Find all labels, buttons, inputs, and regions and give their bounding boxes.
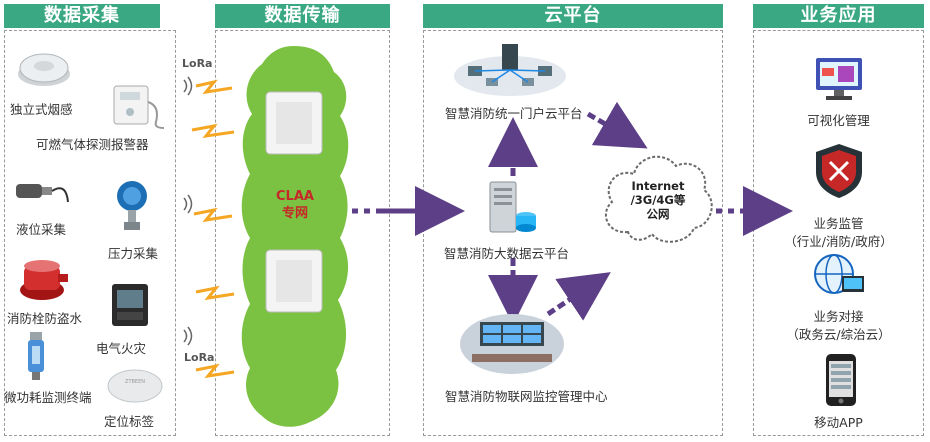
spark-2 xyxy=(191,123,235,139)
spark-3 xyxy=(193,207,233,223)
label-low-power-terminal: 微功耗监测终端 xyxy=(4,390,92,405)
internet-line2: /3G/4G等 xyxy=(631,193,686,207)
svg-text:ZTBEEN: ZTBEEN xyxy=(125,379,145,385)
internet-cloud: Internet /3G/4G等 公网 xyxy=(604,155,713,243)
business-dock-icon xyxy=(814,254,864,294)
label-unified-portal: 智慧消防统一门户云平台 xyxy=(445,106,583,121)
panel-collection xyxy=(4,30,176,436)
lora-label-top: LoRa xyxy=(182,57,213,70)
claa-network-cloud: CLAA 专网 xyxy=(241,46,349,427)
supervision-badge-icon xyxy=(816,144,862,198)
level-sensor-icon xyxy=(16,184,69,203)
header-data-transmission: 数据传输 xyxy=(215,4,390,28)
label-business-dock: 业务对接 xyxy=(813,309,864,324)
label-electrical-fire: 电气火灾 xyxy=(96,341,147,356)
visual-management-icon xyxy=(816,58,862,100)
label-locator-tag: 定位标签 xyxy=(104,414,155,429)
electrical-fire-monitor-icon xyxy=(112,284,148,326)
label-supervision-sub: （行业/消防/政府） xyxy=(784,234,893,249)
spark-5 xyxy=(195,363,235,379)
gas-detector-icon xyxy=(113,85,165,129)
internet-line1: Internet xyxy=(632,179,685,193)
header-data-collection: 数据采集 xyxy=(4,4,160,28)
low-power-terminal-icon xyxy=(28,332,44,380)
claa-label-line1: CLAA xyxy=(276,189,314,204)
pressure-sensor-icon xyxy=(117,181,147,230)
header-business-apps: 业务应用 xyxy=(753,4,924,28)
label-visual-management: 可视化管理 xyxy=(807,113,870,128)
label-level-sensor: 液位采集 xyxy=(16,222,67,237)
spark-1 xyxy=(195,79,233,95)
internet-line3: 公网 xyxy=(647,207,670,221)
mobile-app-icon xyxy=(826,354,856,406)
label-business-dock-sub: （政务云/综治云） xyxy=(786,327,891,342)
label-iot-center: 智慧消防物联网监控管理中心 xyxy=(445,389,608,404)
hydrant-guard-icon xyxy=(20,260,68,300)
label-supervision: 业务监管 xyxy=(813,216,864,231)
arrow-portal-to-internet xyxy=(586,101,648,149)
panel-transmission xyxy=(215,30,390,436)
label-pressure-sensor: 压力采集 xyxy=(108,246,159,261)
claa-label-line2: 专网 xyxy=(282,205,308,221)
label-smoke-detector: 独立式烟感 xyxy=(10,102,73,117)
iot-monitor-center-icon xyxy=(460,314,564,374)
label-gas-detector: 可燃气体探测报警器 xyxy=(36,137,149,152)
label-hydrant-guard: 消防栓防盗水 xyxy=(7,311,83,326)
bigdata-server-icon xyxy=(489,181,536,233)
header-cloud-platform: 云平台 xyxy=(423,4,723,28)
arrow-iot-to-internet xyxy=(546,272,611,321)
locator-tag-icon: ZTBEEN xyxy=(107,369,163,403)
lora-label-bottom: LoRa xyxy=(184,351,215,364)
unified-portal-icon xyxy=(454,44,566,96)
label-bigdata-platform: 智慧消防大数据云平台 xyxy=(444,246,570,261)
smoke-detector-icon xyxy=(18,53,70,86)
label-mobile-app: 移动APP xyxy=(814,415,863,430)
spark-4 xyxy=(195,285,235,301)
